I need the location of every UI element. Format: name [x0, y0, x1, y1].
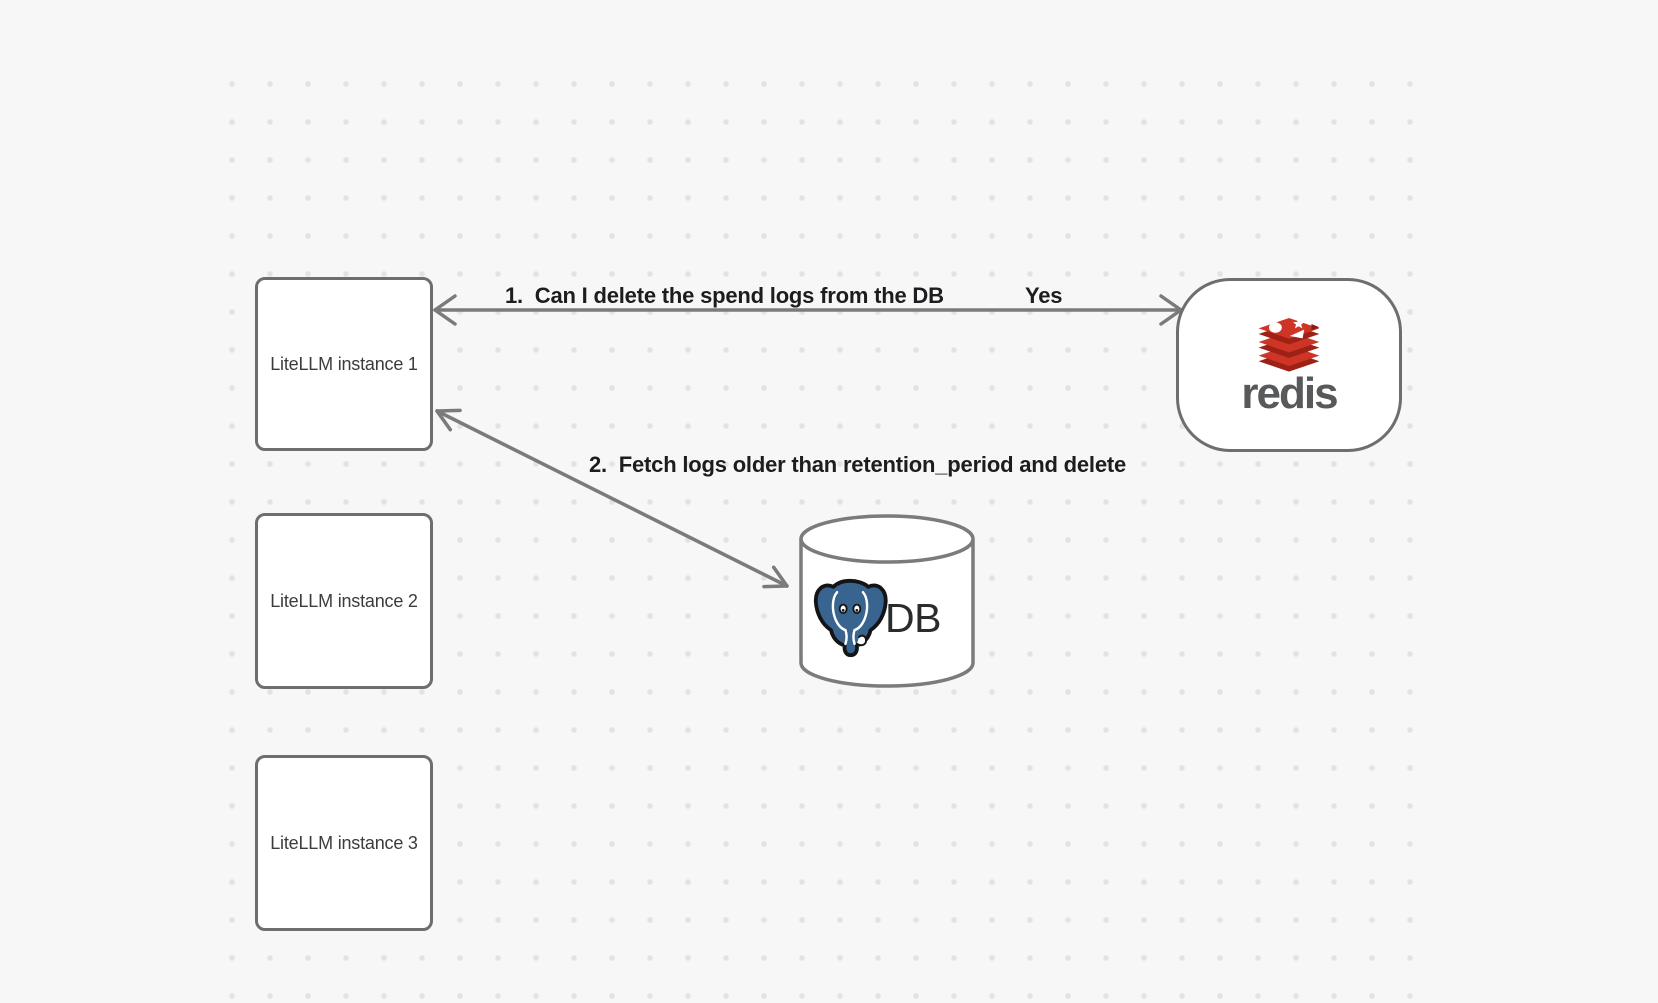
db-node-content: DB — [812, 576, 941, 660]
litellm-instance-3-node[interactable]: LiteLLM instance 3 — [255, 755, 433, 931]
litellm-instance-1-node[interactable]: LiteLLM instance 1 — [255, 277, 433, 451]
edge-label-2: 2. Fetch logs older than retention_perio… — [589, 452, 1127, 477]
postgresql-elephant-icon — [813, 578, 888, 658]
arrow-litellm-db[interactable] — [435, 408, 789, 589]
redis-wordmark: redis — [1241, 369, 1338, 419]
litellm-instance-3-label: LiteLLM instance 3 — [270, 832, 418, 853]
edge-label-1: 1. Can I delete the spend logs from the … — [505, 283, 944, 308]
litellm-instance-2-label: LiteLLM instance 2 — [270, 590, 418, 611]
redis-stack-icon — [1258, 318, 1320, 373]
litellm-instance-2-node[interactable]: LiteLLM instance 2 — [255, 513, 433, 689]
edge-label-yes: Yes — [1025, 283, 1063, 308]
litellm-instance-1-label: LiteLLM instance 1 — [270, 353, 418, 374]
db-label: DB — [885, 594, 941, 641]
redis-node[interactable]: redis — [1176, 278, 1402, 452]
